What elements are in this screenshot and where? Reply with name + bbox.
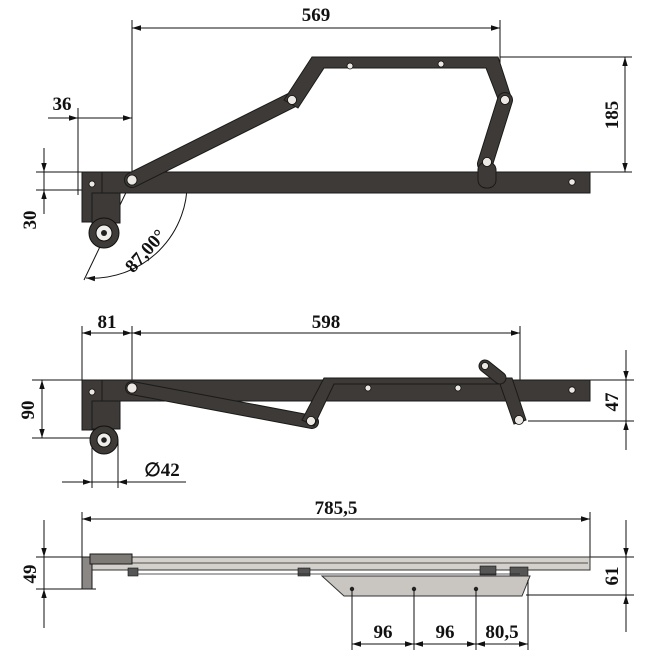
pivot [482, 157, 492, 167]
dimension-label: 90 [18, 401, 39, 420]
pivot [500, 95, 510, 105]
bracket-hole [88, 388, 96, 396]
dimension-label: 81 [98, 312, 117, 333]
pivot [126, 174, 138, 186]
dimension-label: 87,00° [121, 226, 170, 277]
dimension-90: 90 [18, 379, 96, 439]
plate-hole [346, 62, 354, 70]
bracket-top [81, 556, 93, 590]
dimension-label: 80,5 [485, 622, 518, 643]
dimension-569: 569 [131, 5, 501, 178]
plate-hole [364, 384, 372, 392]
hinge-top [479, 565, 497, 576]
view-top: 785,5 49 61 [20, 498, 634, 650]
dimension-label: 96 [436, 622, 455, 643]
roller-housing [91, 400, 121, 430]
dimension-598: 598 [132, 312, 521, 385]
dimension-label: 61 [602, 567, 623, 586]
dimension-785-5: 785,5 [81, 498, 591, 560]
dimension-label: 47 [602, 392, 623, 412]
hinge-top [297, 567, 311, 577]
hinge-top [509, 566, 529, 577]
mount-hole [473, 586, 479, 592]
roller-wheel [89, 425, 119, 455]
rail-hole [568, 386, 576, 394]
pivot [287, 95, 297, 105]
rail-hole [568, 178, 576, 186]
view-closed-position: 81 598 90 47 [18, 312, 634, 488]
dimension-label: 36 [53, 94, 72, 115]
dimension-label: 96 [374, 622, 393, 643]
mount-hole [411, 586, 417, 592]
dimension-49: 49 [20, 520, 96, 628]
hinge-top [127, 567, 139, 577]
dimension-81: 81 [81, 312, 133, 386]
dimension-label: 598 [312, 312, 341, 333]
dimension-label: 569 [302, 5, 331, 26]
plate-hole [437, 60, 445, 68]
dimension-wheel-diameter: ∅42 [62, 440, 186, 488]
dimension-spacing: 96 96 80,5 [351, 580, 529, 650]
roller-wheel [88, 217, 120, 249]
top-link-plate [283, 56, 513, 109]
view-open-position: 569 36 185 30 [20, 5, 632, 282]
bracket-hole [88, 180, 96, 188]
dimension-36: 36 [48, 94, 133, 195]
pivot [306, 416, 316, 426]
pivot [481, 362, 489, 370]
pivot [514, 415, 524, 425]
dimension-47: 47 [528, 350, 634, 450]
dimension-label: 30 [20, 211, 41, 230]
dimension-label: 785,5 [315, 498, 358, 519]
plate-hole [454, 384, 462, 392]
dimension-label: 185 [602, 101, 623, 130]
dimension-label: ∅42 [144, 460, 180, 481]
dimension-label: 49 [20, 565, 41, 584]
roller-top [89, 553, 133, 565]
mount-hole [349, 586, 355, 592]
dimension-185: 185 [500, 56, 632, 173]
dimension-61: 61 [526, 520, 634, 632]
pivot [126, 382, 138, 394]
dimension-30: 30 [20, 148, 90, 230]
mounting-plate [320, 575, 531, 597]
